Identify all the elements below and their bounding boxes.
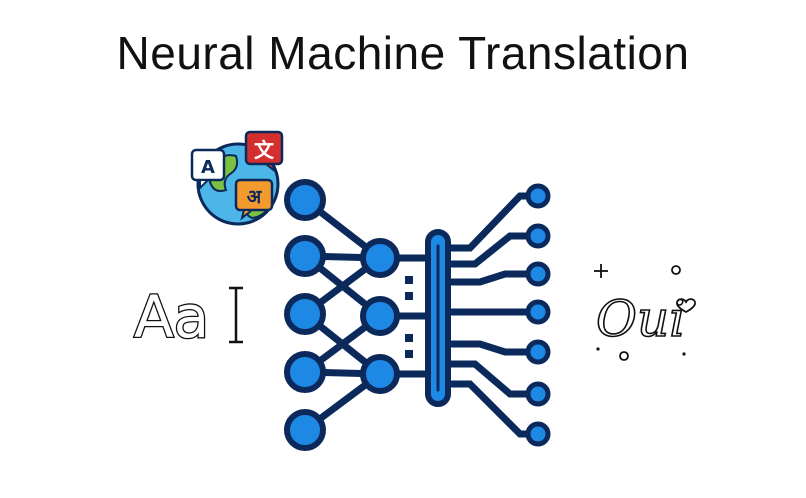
text-cursor-icon [229, 286, 243, 344]
decor-dot [619, 351, 629, 361]
ellipsis-dots [405, 276, 413, 358]
output-node [525, 339, 551, 365]
input-node [284, 293, 326, 335]
decor-dot [671, 265, 681, 275]
source-text-group: Aa [133, 282, 243, 352]
neural-network-icon [284, 179, 551, 451]
heart-icon [676, 298, 696, 314]
input-layer [284, 179, 326, 451]
sparkle-icon [594, 264, 608, 278]
output-node [525, 299, 551, 325]
hidden-node [360, 296, 400, 336]
target-text: Oui [596, 290, 685, 348]
decor-dot [596, 347, 600, 351]
output-node [525, 261, 551, 287]
decor-dot [682, 352, 686, 356]
network-connections [301, 192, 540, 438]
output-node [525, 223, 551, 249]
input-node [284, 351, 326, 393]
source-text: Aa [134, 283, 209, 351]
chinese-glyph: 文 [254, 138, 275, 162]
target-text-group: Oui [594, 264, 696, 361]
page-title: Neural Machine Translation [116, 27, 690, 79]
hidden-node [360, 354, 400, 394]
translate-globe-icon: A 文 अ [190, 130, 284, 226]
input-node [284, 235, 326, 277]
hidden-node [360, 238, 400, 278]
latin-bubble-icon: A [190, 148, 226, 191]
hidden-layer [360, 238, 400, 394]
output-node [525, 421, 551, 447]
hindi-glyph: अ [247, 186, 263, 208]
chinese-bubble-icon: 文 [244, 130, 284, 173]
output-node [525, 183, 551, 209]
latin-glyph: A [201, 157, 215, 178]
hindi-bubble-icon: अ [234, 178, 274, 221]
input-node [284, 409, 326, 451]
input-node [284, 179, 326, 221]
output-layer [525, 183, 551, 447]
output-node [525, 381, 551, 407]
